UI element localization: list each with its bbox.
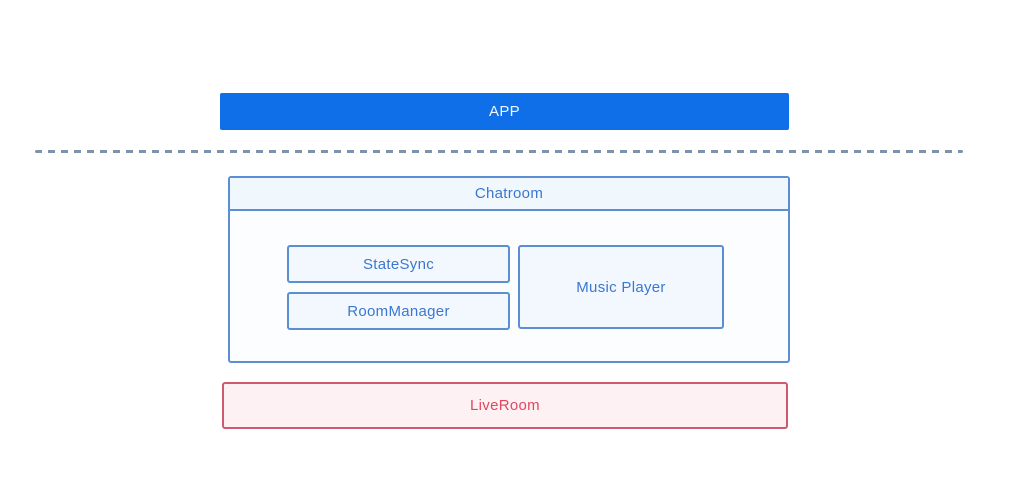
roommanager-box: RoomManager [287, 292, 510, 330]
music-player-box: Music Player [518, 245, 724, 329]
dashed-separator-line [35, 150, 963, 153]
music-player-label: Music Player [576, 278, 666, 296]
chatroom-label: Chatroom [474, 185, 544, 202]
roommanager-label: RoomManager [347, 302, 450, 320]
app-layer-box: APP [220, 93, 789, 130]
chatroom-container-box: Chatroom StateSync RoomManager Music Pla… [228, 176, 790, 363]
chatroom-header: Chatroom [230, 178, 788, 211]
statesync-box: StateSync [287, 245, 510, 283]
statesync-label: StateSync [362, 255, 435, 273]
app-layer-label: APP [489, 103, 520, 120]
liveroom-label: LiveRoom [470, 397, 540, 414]
liveroom-box: LiveRoom [222, 382, 788, 429]
